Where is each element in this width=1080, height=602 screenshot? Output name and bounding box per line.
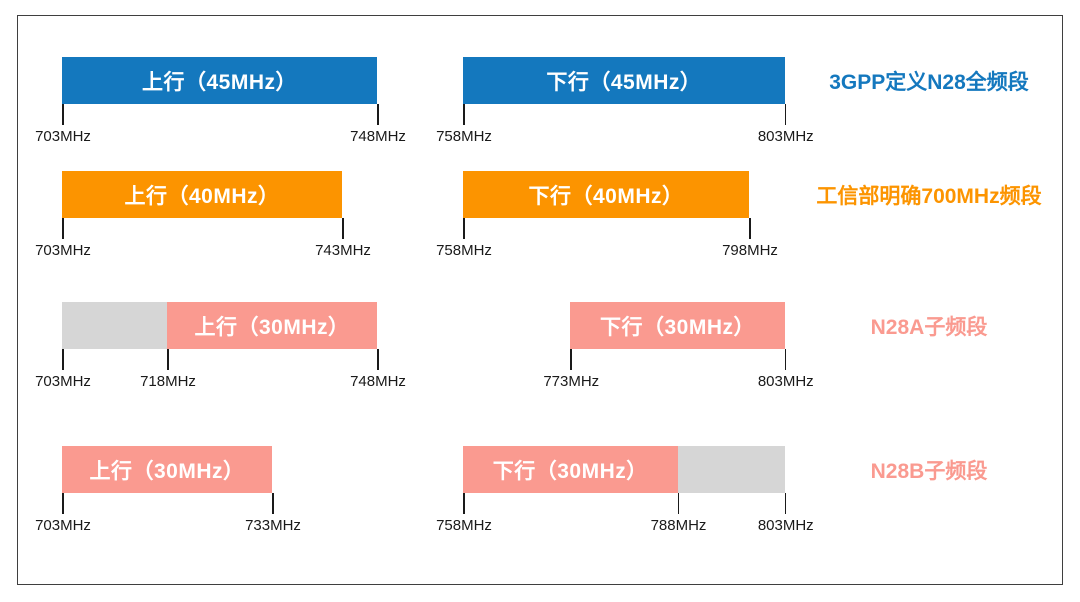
band-row: 上行（45MHz） 703MHz 748MHz 下行（45MHz） 758MHz 803M… (18, 57, 1062, 152)
row-category-label: N28A子频段 (870, 316, 988, 339)
tick-mark (749, 218, 751, 239)
band-segment: 上行（40MHz） (62, 171, 342, 218)
tick-label: 733MHz (245, 517, 301, 534)
tick-mark (342, 218, 344, 239)
tick-mark (784, 104, 787, 125)
tick-mark (784, 349, 787, 370)
tick-mark (677, 493, 679, 514)
tick-mark (377, 104, 379, 125)
tick-mark (272, 493, 274, 514)
tick-mark (62, 493, 64, 514)
tick-label: 703MHz (35, 373, 91, 390)
band-segment: 上行（30MHz） (62, 446, 272, 493)
tick-label: 703MHz (35, 128, 91, 145)
tick-label: 773MHz (543, 373, 600, 390)
band-row: 上行（30MHz） 703MHz 718MHz 748MHz 下行（30MHz） 773M… (18, 302, 1062, 397)
tick-mark (570, 349, 572, 370)
band-segment: 下行（45MHz） (463, 57, 785, 104)
band-row: 上行（30MHz） 703MHz 733MHz 下行（30MHz） 758MHz 788M… (18, 446, 1062, 541)
row-category-label: 3GPP定义N28全频段 (829, 71, 1029, 94)
tick-label: 803MHz (757, 128, 814, 145)
tick-mark (463, 104, 465, 125)
tick-label: 803MHz (757, 373, 814, 390)
tick-mark (62, 349, 64, 370)
tick-mark (377, 349, 379, 370)
diagram-frame: 上行（45MHz） 703MHz 748MHz 下行（45MHz） 758MHz 803M… (17, 15, 1063, 585)
band-segment: 下行（30MHz） (570, 302, 785, 349)
band-segment: 上行（30MHz） (167, 302, 377, 349)
tick-label: 748MHz (350, 128, 406, 145)
tick-mark (62, 104, 64, 125)
band-segment: 下行（30MHz） (463, 446, 678, 493)
band-segment: 下行（40MHz） (463, 171, 749, 218)
tick-label: 758MHz (436, 128, 492, 145)
tick-label: 798MHz (722, 242, 778, 259)
row-category-label: N28B子频段 (870, 460, 988, 483)
tick-mark (463, 218, 465, 239)
tick-mark (167, 349, 169, 370)
row-category-label: 工信部明确700MHz频段 (816, 185, 1042, 208)
unused-spectrum-segment (62, 302, 167, 349)
tick-label: 803MHz (757, 517, 814, 534)
tick-label: 748MHz (350, 373, 406, 390)
tick-label: 703MHz (35, 242, 91, 259)
tick-mark (463, 493, 465, 514)
tick-label: 758MHz (436, 517, 492, 534)
unused-spectrum-segment (677, 446, 785, 493)
tick-label: 758MHz (436, 242, 492, 259)
tick-mark (62, 218, 64, 239)
band-segment: 上行（45MHz） (62, 57, 377, 104)
tick-label: 743MHz (315, 242, 371, 259)
tick-label: 718MHz (140, 373, 196, 390)
tick-label: 788MHz (650, 517, 707, 534)
tick-mark (784, 493, 787, 514)
tick-label: 703MHz (35, 517, 91, 534)
band-row: 上行（40MHz） 703MHz 743MHz 下行（40MHz） 758MHz 798M… (18, 171, 1062, 266)
